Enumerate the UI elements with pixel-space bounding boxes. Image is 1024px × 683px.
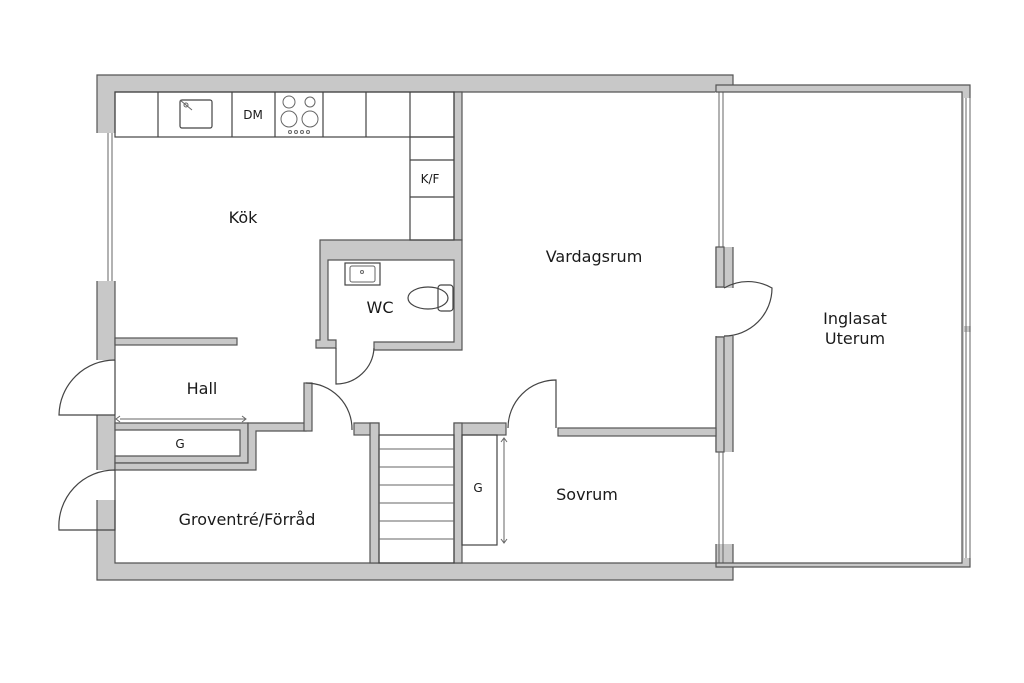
- room-label-bedroom: Sovrum: [556, 485, 618, 504]
- outer-wall: [96, 74, 734, 581]
- bedroom-door-swing: [507, 379, 557, 429]
- room-label-utility: Groventré/Förråd: [179, 510, 316, 529]
- washbasin-icon: [344, 262, 381, 286]
- sink-icon: [179, 99, 213, 129]
- room-label-wc: WC: [367, 298, 394, 317]
- wc-door-swing: [335, 347, 375, 385]
- front-door-swing: [58, 359, 116, 416]
- sunroom-door-swing: [723, 281, 773, 337]
- room-label-sunroom-line1: Inglasat: [823, 309, 887, 328]
- hall-utility-door-swing: [305, 382, 353, 431]
- room-label-living: Vardagsrum: [546, 247, 643, 266]
- utility-door-swing: [58, 469, 116, 531]
- fridge-freezer-label: K/F: [421, 172, 440, 186]
- wardrobe-bedroom-label: G: [473, 481, 482, 495]
- stove-icon: [280, 95, 319, 134]
- stairs: [378, 434, 455, 564]
- dishwasher-label: DM: [243, 108, 263, 122]
- toilet-icon: [407, 284, 454, 312]
- room-label-kitchen: Kök: [229, 208, 258, 227]
- room-label-hall: Hall: [187, 379, 218, 398]
- wc-fixtures: [344, 262, 454, 312]
- wardrobes: [115, 415, 508, 546]
- doors: [58, 281, 773, 531]
- room-label-sunroom-line2: Uterum: [825, 329, 885, 348]
- wardrobe-hall-label: G: [175, 437, 184, 451]
- kitchen-fixtures: [114, 91, 455, 241]
- walls: [96, 74, 972, 581]
